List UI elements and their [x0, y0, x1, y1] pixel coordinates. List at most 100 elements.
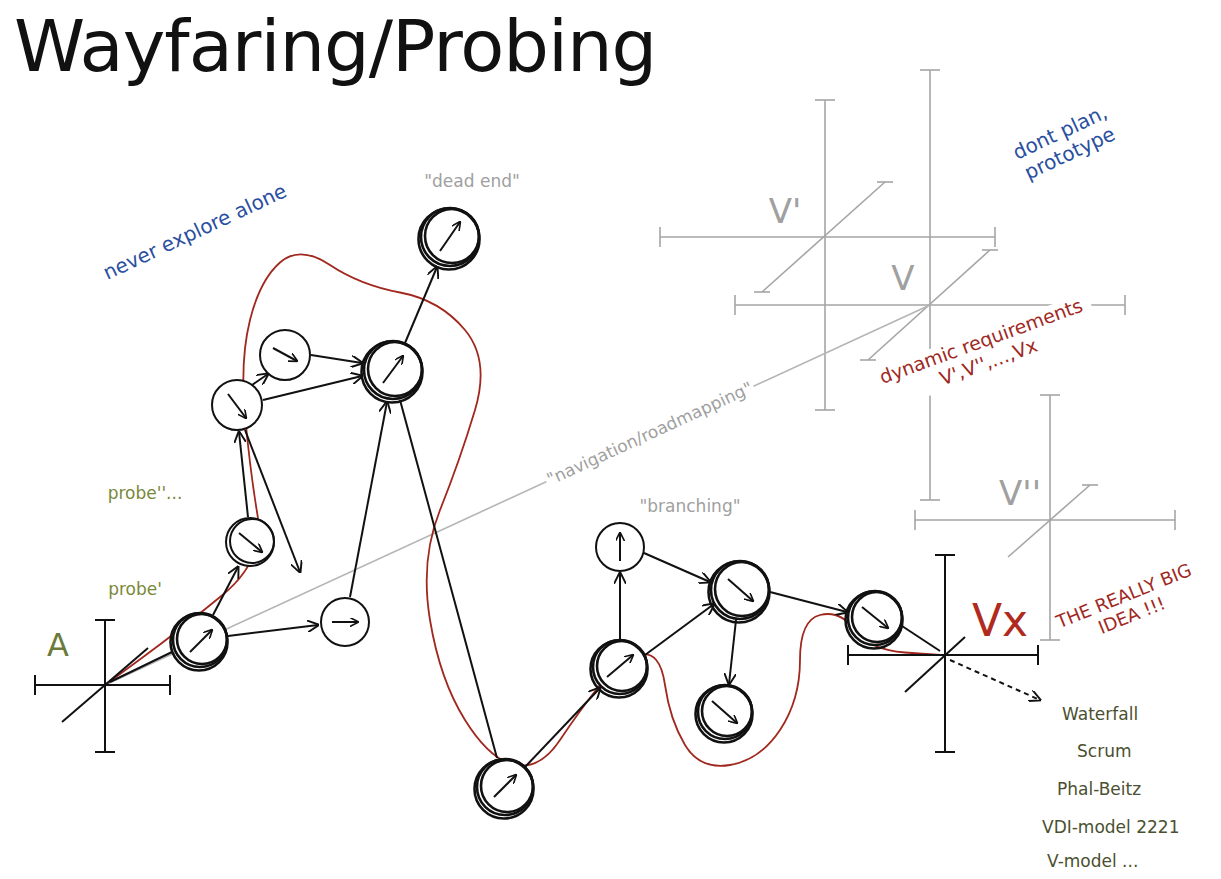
- axis-cap: [1082, 484, 1098, 486]
- axis-cap: [1040, 394, 1060, 396]
- direction-arrow: [239, 533, 262, 552]
- axis-line: [660, 236, 995, 238]
- axis-cap: [95, 619, 115, 621]
- direction-arrows: [190, 222, 888, 797]
- probe-label: probe': [106, 580, 164, 600]
- axis-cap: [982, 249, 998, 251]
- direction-arrow: [607, 655, 633, 677]
- method-item: Waterfall: [1060, 705, 1140, 725]
- axis-cap: [815, 409, 835, 411]
- probe-circle: [171, 613, 228, 671]
- direction-arrow: [190, 630, 212, 652]
- note: dynamic requirements V',V'',...,Vx: [869, 292, 1102, 412]
- note: dont plan, prototype: [1005, 98, 1126, 187]
- probe-circle: [475, 759, 534, 819]
- annotation: "dead end": [422, 172, 522, 192]
- axis-label: V'': [997, 474, 1043, 513]
- probe-arrow: [902, 626, 940, 651]
- axis-cap: [847, 645, 849, 665]
- axis-cap: [659, 227, 661, 247]
- probe-circle: [260, 330, 310, 380]
- probe-arrow: [311, 355, 362, 363]
- probe-arrows: [110, 267, 940, 767]
- axis-label: A: [45, 627, 71, 664]
- probe-circle: [846, 591, 903, 649]
- axis-cap: [754, 291, 770, 293]
- method-item: Phal-Beitz: [1055, 780, 1143, 800]
- axis-line: [915, 519, 1175, 521]
- probe-circle: [226, 518, 274, 566]
- axis-cap: [920, 499, 940, 501]
- axis-label: V': [767, 192, 804, 231]
- probe-label: probe''...: [106, 484, 185, 504]
- direction-arrow: [712, 701, 737, 723]
- method-item: Scrum: [1075, 742, 1133, 762]
- axis-cap: [860, 359, 876, 361]
- probe-arrow: [400, 400, 497, 758]
- wayfaring-path: [105, 254, 940, 766]
- axis-line: [1049, 395, 1051, 640]
- axis-cap: [34, 675, 36, 695]
- direction-arrow: [728, 579, 753, 601]
- axis-cap: [914, 510, 916, 530]
- axis-cap: [877, 181, 893, 183]
- axis-cap: [1040, 639, 1060, 641]
- requirement-cross: [735, 70, 1125, 500]
- axis-line: [762, 182, 885, 292]
- probe-circle: [709, 561, 770, 623]
- axis-cap: [935, 554, 955, 556]
- axis-line: [905, 637, 965, 692]
- note: THE REALLY BIG IDEA !!!: [1051, 559, 1206, 654]
- axis-cap: [95, 751, 115, 753]
- axis-line: [929, 70, 931, 500]
- probe-circle: [212, 380, 262, 430]
- goal-cross: [848, 555, 1040, 752]
- probe-circle: [362, 341, 423, 403]
- direction-arrow: [440, 222, 460, 251]
- axis-label: V: [889, 259, 916, 298]
- probe-arrow: [525, 688, 600, 767]
- probe-arrow: [405, 267, 437, 343]
- axis-label: Vx: [970, 596, 1030, 647]
- line-label: "navigation/roadmapping": [542, 377, 757, 490]
- direction-arrow: [862, 607, 888, 628]
- probe-arrow: [350, 402, 387, 597]
- start-cross: [35, 620, 170, 752]
- axis-cap: [1174, 510, 1176, 530]
- method-item: V-model ...: [1045, 852, 1140, 872]
- title: Wayfaring/Probing: [14, 10, 656, 82]
- probe-arrow: [770, 592, 847, 612]
- axis-cap: [734, 295, 736, 315]
- direction-arrow: [228, 394, 246, 418]
- probe-circle: [696, 685, 753, 743]
- probe-arrow: [619, 573, 621, 639]
- probe-circles: [171, 208, 903, 819]
- probe-arrow: [228, 625, 318, 636]
- probe-arrow: [644, 553, 710, 582]
- axis-line: [62, 648, 148, 722]
- probe-arrow: [213, 567, 238, 615]
- direction-arrow: [273, 348, 297, 361]
- method-item: VDI-model 2221: [1040, 818, 1181, 838]
- direction-arrow: [619, 533, 621, 561]
- axis-cap: [994, 227, 996, 247]
- axis-line: [848, 654, 1038, 656]
- probe-arrow: [110, 652, 172, 682]
- probe-circle: [591, 640, 648, 698]
- axis-cap: [1124, 295, 1126, 315]
- probe-arrow: [645, 604, 714, 655]
- direction-arrow: [332, 621, 358, 623]
- axis-cap: [920, 69, 940, 71]
- axis-cap: [815, 99, 835, 101]
- axis-cap: [935, 751, 955, 753]
- annotation: "branching": [637, 497, 742, 517]
- direction-arrow: [494, 775, 516, 797]
- dashed-arrow: [950, 660, 1040, 700]
- axis-cap: [1037, 645, 1039, 665]
- probe-circle: [596, 523, 644, 571]
- probe-arrow: [252, 374, 268, 385]
- axis-line: [824, 100, 826, 410]
- axis-line: [35, 684, 170, 686]
- probe-arrow: [239, 432, 248, 517]
